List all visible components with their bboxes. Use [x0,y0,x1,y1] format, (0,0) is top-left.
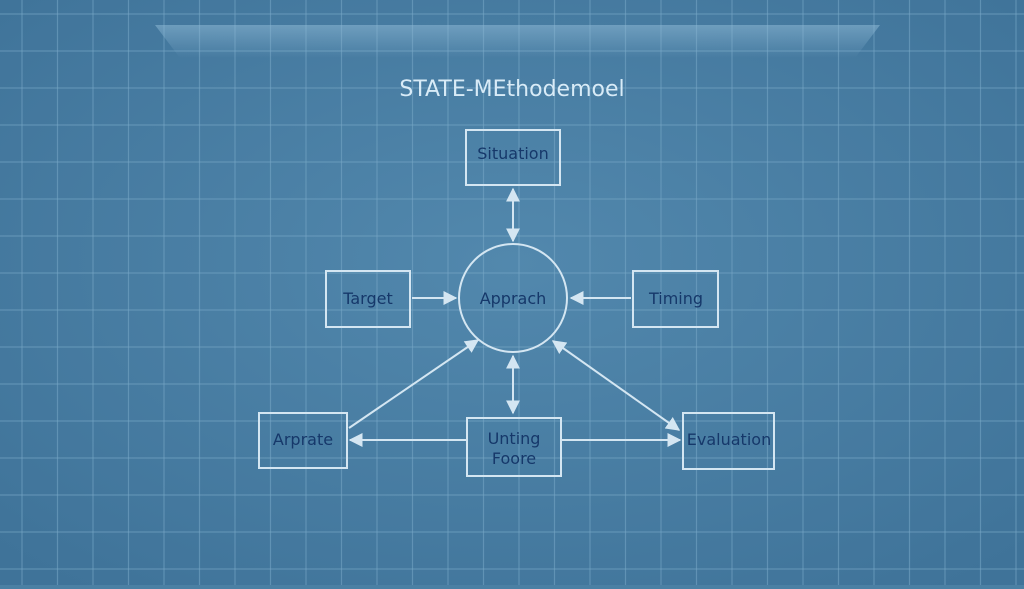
evaluation-box [682,412,775,470]
diagram-title: STATE-MEthodemoel [399,77,624,102]
target-box [325,270,411,328]
unting-label-line2: Foore [492,449,536,468]
timing-label: Timing [648,289,703,308]
approach-label: Apprach [480,289,547,308]
timing-box [632,270,719,328]
situation-label: Situation [477,144,548,163]
evaluation-label: Evaluation [687,430,771,449]
target-label: Target [342,289,393,308]
approach-circle [458,243,568,353]
top-light-band [155,25,880,58]
unting-foore-box [466,417,562,477]
arprate-box [258,412,348,469]
arrow-arprate-approach [348,339,480,429]
arprate-label: Arprate [273,430,333,449]
situation-box [465,129,561,186]
arrow-approach-evaluation [551,340,681,431]
unting-label-line1: Unting [488,429,541,448]
